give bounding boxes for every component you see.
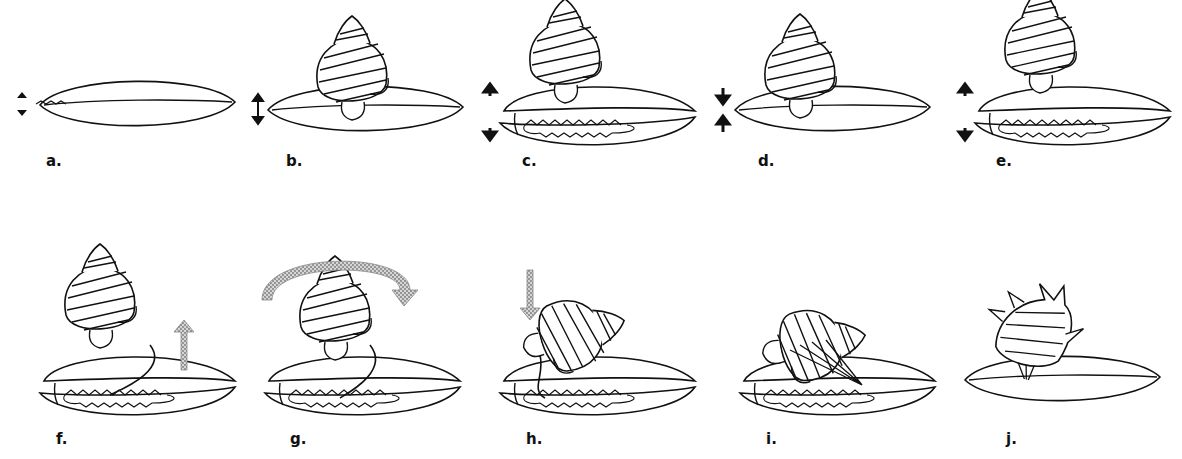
panel-c: [484, 0, 695, 145]
panel-letter: i.: [766, 430, 777, 448]
panel-letter: j.: [1006, 430, 1017, 448]
panel-b: [253, 16, 463, 131]
panel-letter: d.: [758, 152, 774, 170]
panel-letter: b.: [286, 152, 302, 170]
panel-a: [17, 81, 235, 125]
panel-letter: a.: [46, 152, 62, 170]
panel-letter: e.: [996, 152, 1012, 170]
panel-g: [262, 256, 460, 415]
panel-h: [500, 270, 695, 415]
panel-i: [740, 301, 935, 415]
panel-letter: h.: [526, 430, 542, 448]
panel-letter: c.: [522, 152, 537, 170]
panel-e: [959, 0, 1170, 145]
panel-letter: g.: [290, 430, 306, 448]
panel-j: [965, 269, 1160, 401]
panel-letter: f.: [56, 430, 67, 448]
panel-f: [40, 244, 235, 415]
panel-d: [717, 14, 930, 132]
